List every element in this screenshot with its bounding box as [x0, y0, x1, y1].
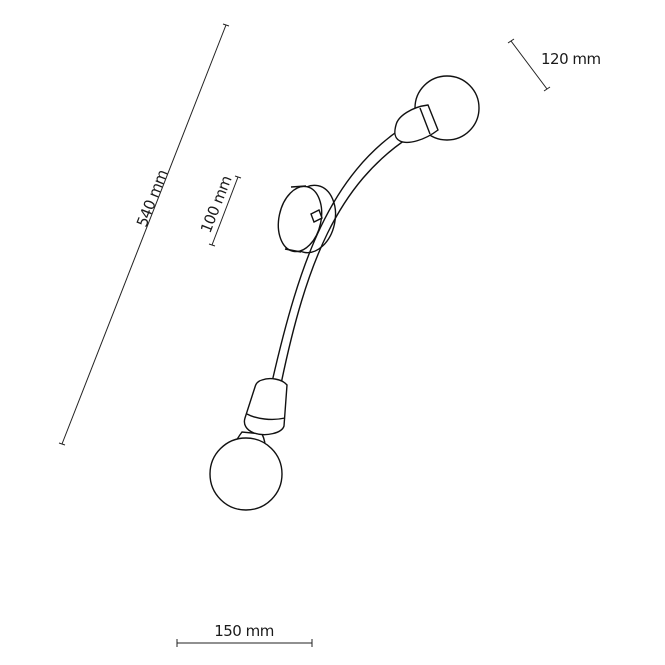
dimension-tick: [208, 243, 216, 247]
dimension-label-arm-offset: 100 mm: [197, 173, 236, 235]
curved-arm: [271, 125, 412, 385]
dimension-tick: [58, 442, 66, 446]
arm-curve-outer: [271, 125, 406, 383]
dimension-tick: [507, 38, 515, 44]
dimension-tick: [222, 23, 230, 27]
lower-bulb-assembly: [209, 377, 288, 511]
upper-bulb-assembly: [394, 75, 480, 144]
dimension-arm-offset: 100 mm: [197, 173, 242, 247]
dimension-projection: 150 mm: [176, 622, 313, 647]
dimension-tick: [543, 86, 551, 92]
dimension-label-total-length: 540 mm: [133, 167, 172, 229]
dimension-line-total-length: [61, 24, 227, 445]
arm-joint: [310, 209, 323, 223]
upper-socket-ring: [419, 107, 431, 135]
wall-mount: [277, 184, 337, 254]
dimension-line-shade-diameter: [510, 40, 548, 90]
dimension-line-arm-offset: [211, 176, 239, 246]
wall-plate-edge: [284, 185, 307, 253]
upper-socket: [394, 104, 439, 144]
wall-plate-front: [277, 185, 323, 253]
dimension-total-length: 540 mm: [58, 23, 230, 446]
dimension-tick: [234, 175, 242, 179]
dimension-shade-diameter: 120 mm: [507, 38, 601, 92]
lower-socket-ring: [246, 413, 286, 421]
arm-curve-inner: [280, 135, 412, 385]
dimension-label-projection: 150 mm: [214, 622, 274, 640]
lower-bulb: [209, 437, 283, 511]
lower-socket: [243, 377, 288, 436]
dimension-label-shade-diameter: 120 mm: [541, 50, 601, 68]
